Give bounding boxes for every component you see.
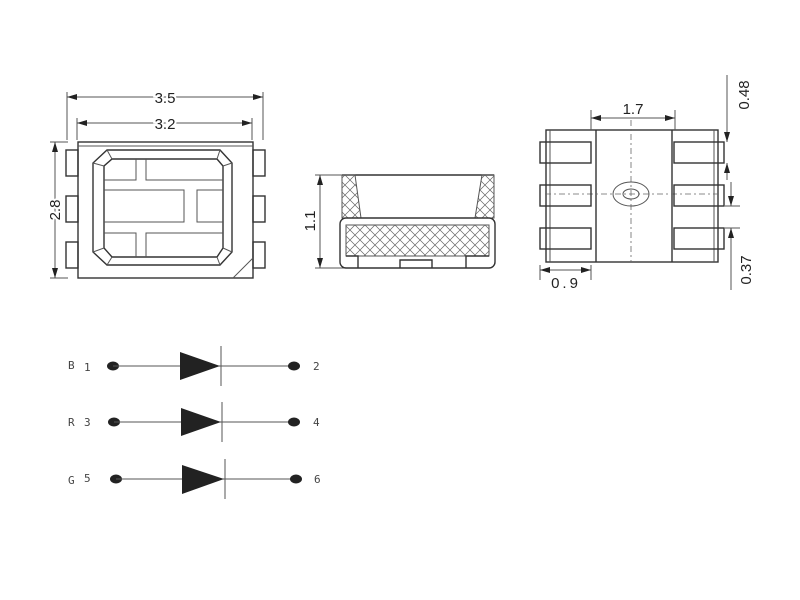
dim-3-5: 3.5 <box>155 90 176 107</box>
diode-icon <box>182 465 224 494</box>
diode-row-red: R 3 4 <box>68 402 320 442</box>
diode-icon <box>181 408 221 436</box>
dim-3-2: 3.2 <box>155 116 176 133</box>
side-view: 1.1 <box>302 174 496 269</box>
diode-row-blue: B 1 2 <box>68 346 320 386</box>
dim-1-1: 1.1 <box>302 211 319 232</box>
dim-2-8: 2.8 <box>47 200 64 221</box>
pin-label: 1 <box>84 361 91 374</box>
pin-label: 5 <box>84 472 91 485</box>
pin-label: 4 <box>313 416 320 429</box>
diode-row-green: G 5 6 <box>68 459 321 499</box>
top-view: 3.5 3.2 2.8 <box>45 88 266 279</box>
pin-label: 2 <box>313 360 320 373</box>
schematic: B 1 2 R 3 4 G 5 6 <box>68 346 321 499</box>
dim-0-48: 0.48 <box>736 80 753 109</box>
color-label: G <box>68 474 75 487</box>
color-label: B <box>68 359 75 372</box>
pin-label: 6 <box>314 473 321 486</box>
dim-0-37: 0.37 <box>738 255 755 284</box>
pin-label: 3 <box>84 416 91 429</box>
diode-icon <box>180 352 220 380</box>
color-label: R <box>68 416 75 429</box>
bottom-view: 1.7 0.9 0.48 0.37 <box>539 75 755 292</box>
dim-1-7: 1.7 <box>623 101 644 118</box>
dim-0-9: 0.9 <box>551 275 581 292</box>
